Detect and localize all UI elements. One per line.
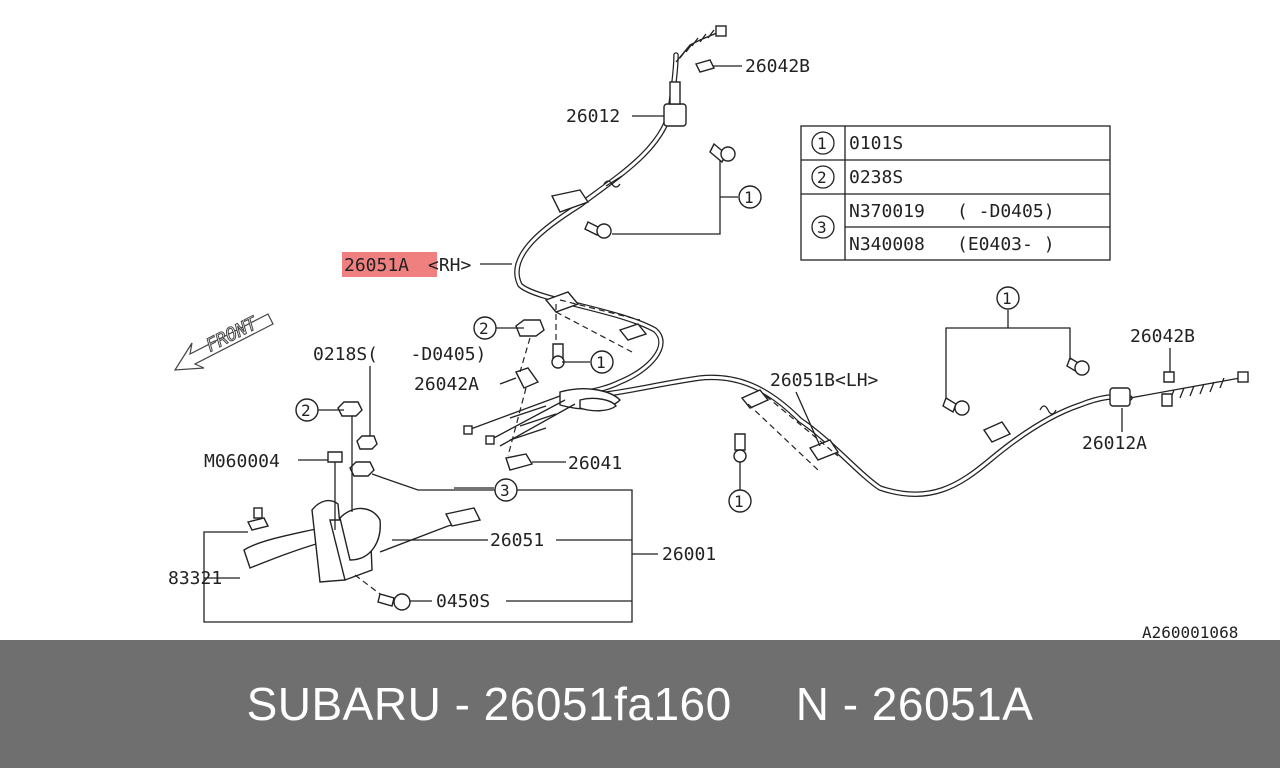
legend-row-2-num: 2 — [817, 168, 827, 187]
callouts: 1 2 1 2 3 1 1 — [295, 185, 1020, 513]
highlight-26051a — [342, 252, 437, 277]
footer-bar: SUBARU - 26051fa160 N - 26051A — [0, 640, 1280, 768]
legend-row-3a-code: N370019 — [849, 201, 925, 222]
legend-row-3b-range: (E0403- ) — [957, 234, 1055, 255]
callout-1-upper: 1 — [744, 188, 754, 207]
parking-brake-diagram: 1 0101S 2 0238S 3 N370019 ( -D0405) N340… — [168, 25, 1249, 640]
legend-row-3a-range: ( -D0405) — [957, 201, 1055, 222]
legend-row-3-num: 3 — [817, 218, 827, 237]
callout-3: 3 — [500, 481, 510, 500]
label-26051b: 26051B<LH> — [770, 370, 879, 391]
label-26012: 26012 — [566, 106, 620, 127]
label-26041: 26041 — [568, 453, 622, 474]
label-26012a: 26012A — [1082, 433, 1147, 454]
callout-1-right: 1 — [1002, 289, 1012, 308]
legend-row-1-num: 1 — [817, 134, 827, 153]
diagram-code: A260001068 — [1142, 623, 1238, 640]
label-m060004: M060004 — [204, 451, 280, 472]
front-arrow: FRONT — [173, 312, 274, 371]
rh-cable — [514, 25, 736, 401]
label-26001: 26001 — [662, 544, 716, 565]
legend-row-3b-code: N340008 — [849, 234, 925, 255]
leader-lines — [203, 59, 1171, 623]
footer-brand-part: SUBARU - 26051fa160 — [246, 678, 732, 730]
label-26042b-top: 26042B — [745, 56, 810, 77]
legend-row-1-code: 0101S — [849, 133, 903, 154]
callout-1-lower: 1 — [734, 492, 744, 511]
label-26051: 26051 — [490, 530, 544, 551]
footer-ref: N - 26051A — [795, 678, 1034, 730]
label-26051a: 26051A — [344, 255, 409, 276]
label-83321: 83321 — [168, 568, 222, 589]
label-26042b-right: 26042B — [1130, 326, 1195, 347]
callout-2-lower: 2 — [301, 401, 311, 420]
callout-2-upper: 2 — [479, 319, 489, 338]
front-label: FRONT — [203, 313, 262, 357]
label-0218s: 0218S( -D0405) — [313, 344, 486, 365]
lh-cable — [562, 356, 1249, 498]
legend-row-2-code: 0238S — [849, 167, 903, 188]
equalizer — [463, 319, 621, 471]
label-26051a-side: <RH> — [428, 255, 472, 276]
lever-assembly — [243, 401, 482, 611]
legend-table: 1 0101S 2 0238S 3 N370019 ( -D0405) N340… — [800, 125, 1111, 261]
part-labels: 26042B 26012 26051A <RH> 0218S( -D0405) … — [168, 56, 1238, 640]
callout-1-mid: 1 — [596, 353, 606, 372]
label-26042a: 26042A — [414, 374, 479, 395]
label-0450s: 0450S — [436, 591, 490, 612]
